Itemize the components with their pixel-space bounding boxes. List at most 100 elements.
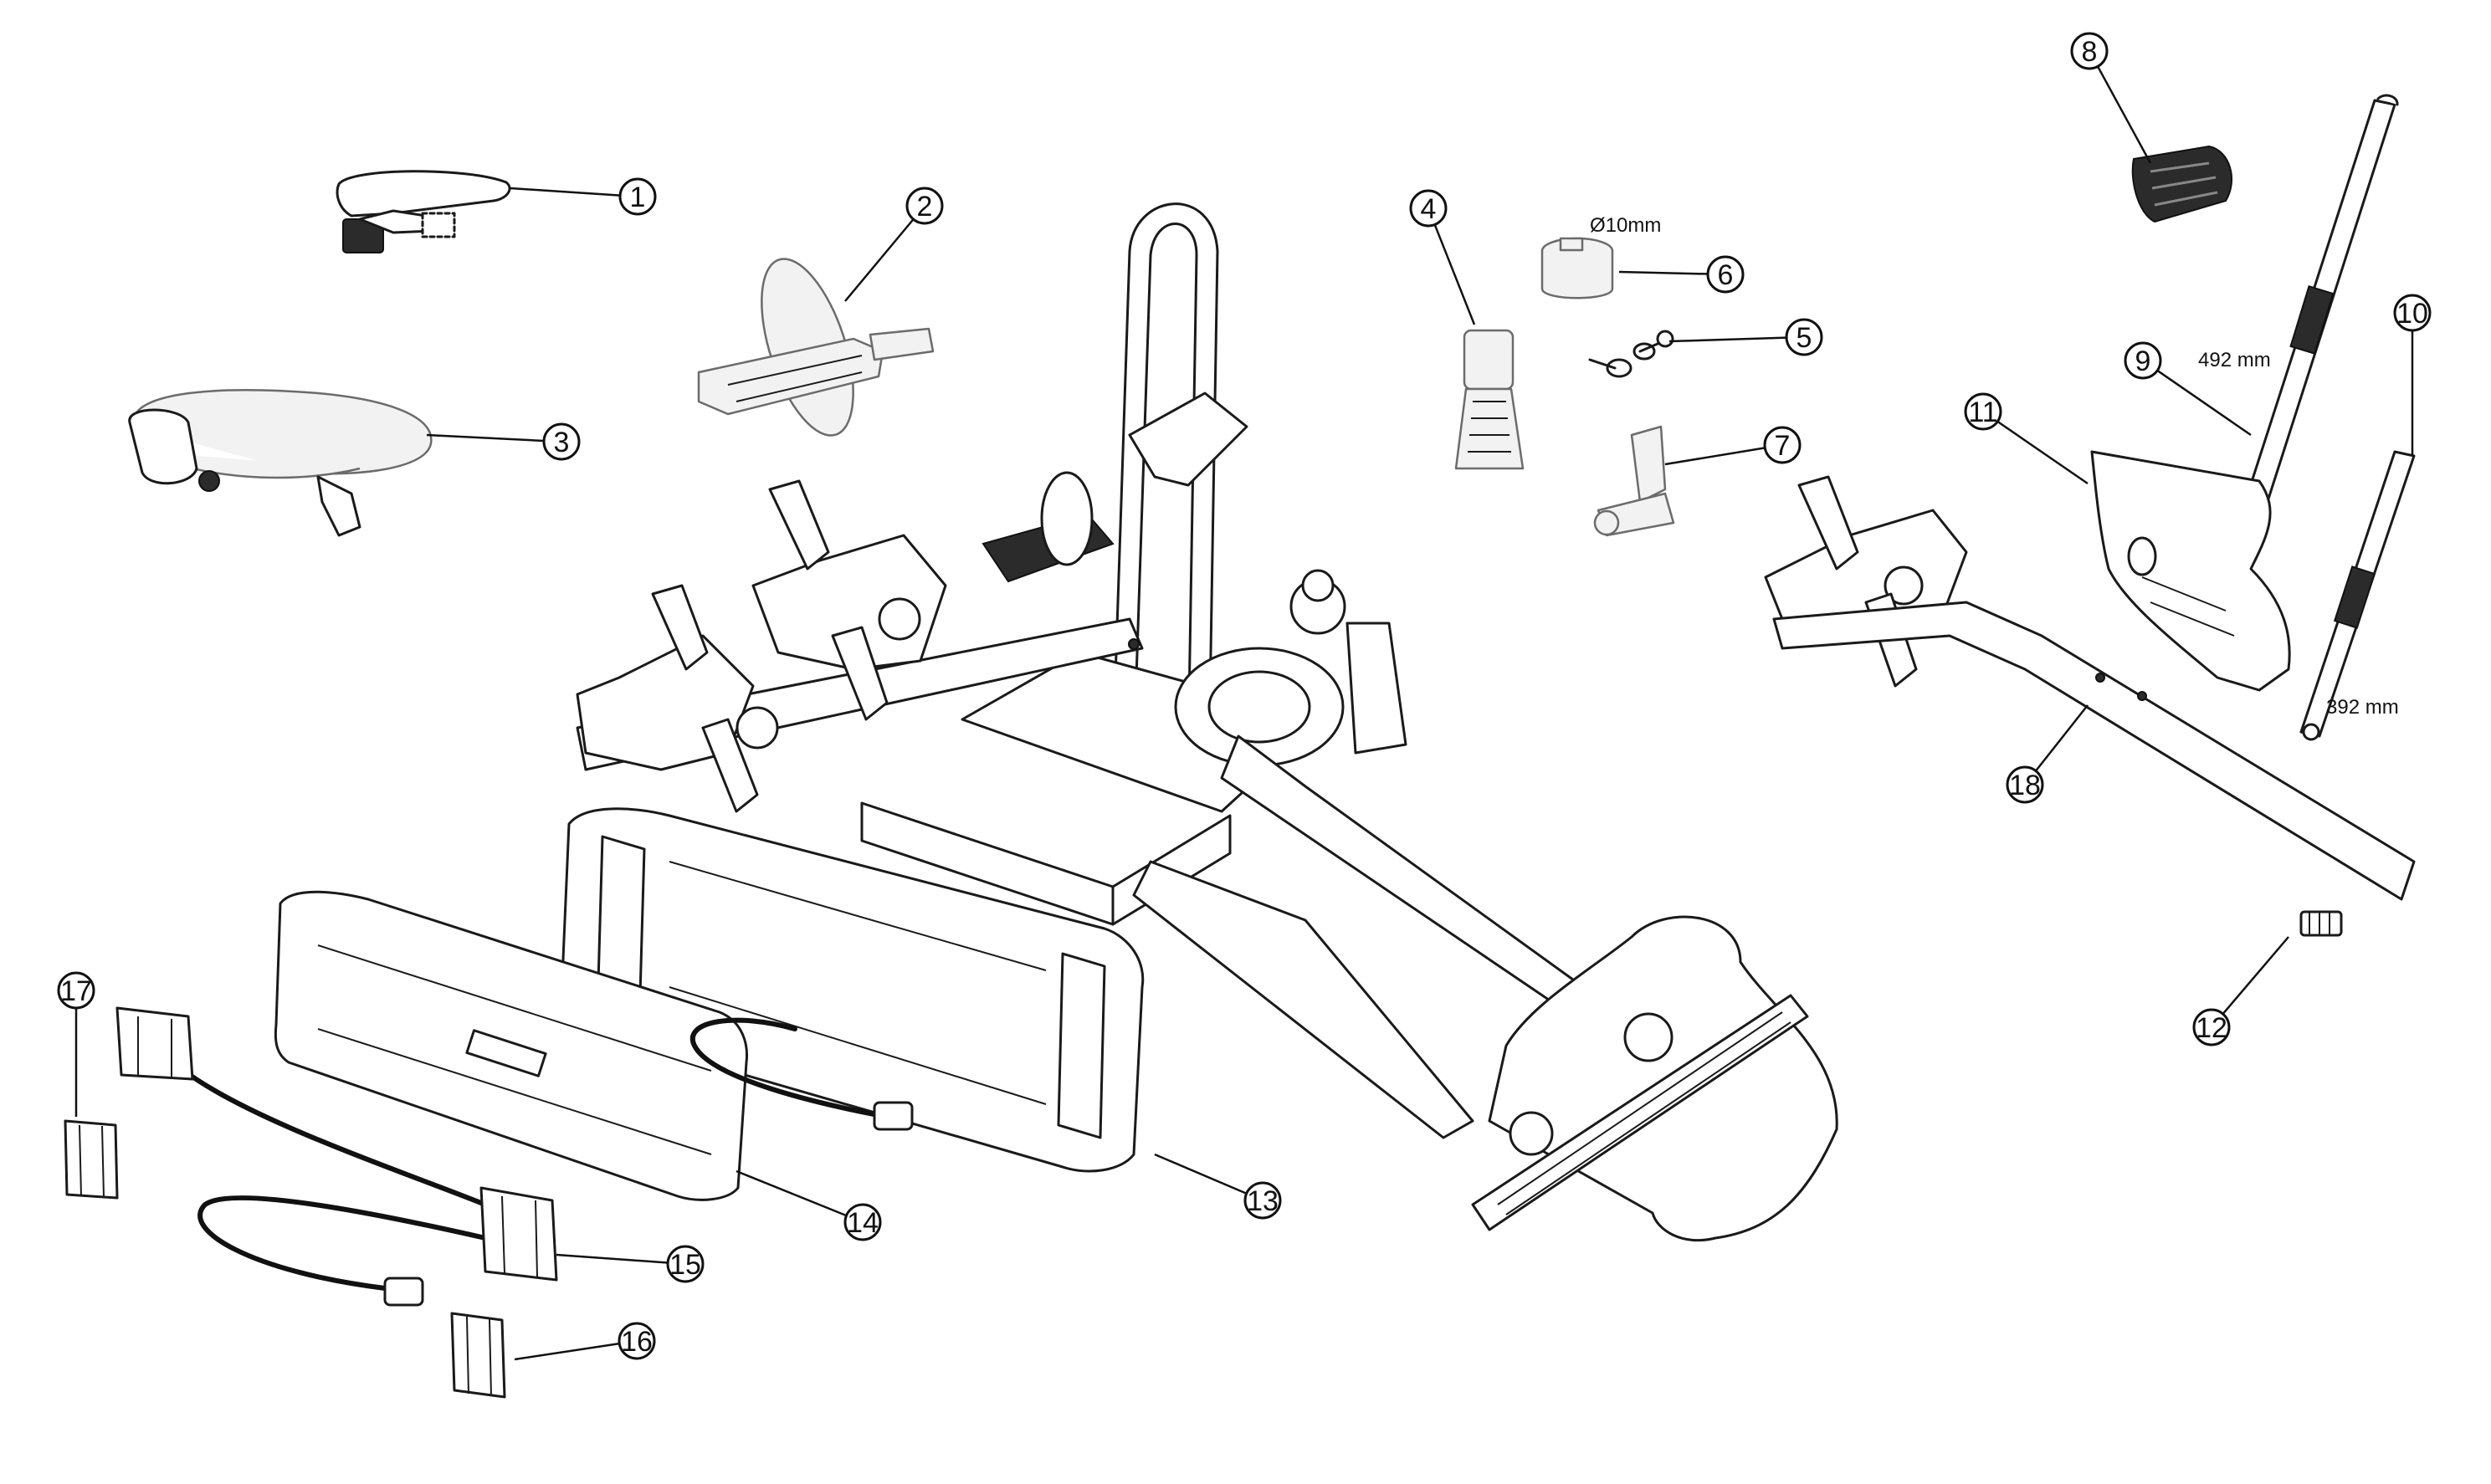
lens-icon	[64, 1119, 119, 1200]
cradle-bar	[1772, 601, 2416, 901]
callout-number: 13	[1247, 1185, 1279, 1217]
strap-band-icon	[2299, 450, 2416, 741]
callout-circle	[542, 422, 581, 461]
callout-circle	[1785, 318, 1823, 356]
callout-circle	[843, 1203, 882, 1241]
lamp-icon	[115, 1006, 194, 1081]
callout-number: 4	[1421, 193, 1437, 225]
wheel-cradle-icon	[1471, 915, 1838, 1242]
callout-number: 14	[847, 1207, 879, 1239]
cable-lock-icon	[128, 389, 433, 537]
callout-circle	[2393, 294, 2432, 332]
dimension-label-392: 392 mm	[2326, 696, 2399, 719]
leader-line	[1154, 1153, 1248, 1195]
lens-icon	[450, 1312, 506, 1399]
plug-icon	[383, 1101, 914, 1307]
callout-circle	[2192, 1008, 2231, 1046]
callout-16: 16	[514, 1322, 656, 1361]
callout-15: 15	[556, 1245, 705, 1283]
callout-11: 11	[1964, 392, 2089, 485]
callout-number: 12	[2196, 1012, 2227, 1044]
callout-circle	[57, 971, 95, 1010]
lock-cylinder-icon	[1454, 329, 1525, 470]
leader-line	[2156, 369, 2252, 437]
leader-line	[1664, 447, 1766, 466]
callout-number: 16	[621, 1326, 653, 1358]
callout-9: 9	[2124, 341, 2252, 437]
pad-icon	[2131, 145, 2233, 223]
dimension-label-diameter: Ø10mm	[1590, 214, 1661, 237]
wheel-cradle-icon	[751, 479, 947, 721]
callout-circle	[2124, 341, 2162, 380]
leader-line	[736, 1169, 847, 1217]
knob-icon	[1540, 237, 1614, 299]
leader-line	[1668, 336, 1787, 343]
cable-icon	[182, 1017, 889, 1291]
leader-line	[2096, 65, 2152, 164]
callout-circle	[618, 177, 657, 216]
wheel-holder-icon	[697, 258, 935, 437]
leader-line	[426, 433, 545, 443]
leader-line	[556, 1253, 669, 1264]
callout-number: 5	[1796, 322, 1812, 354]
callout-circle	[1706, 255, 1745, 294]
leader-line	[1996, 420, 2089, 485]
callout-number: 6	[1718, 259, 1734, 291]
leader-line	[2222, 936, 2289, 1015]
leader-line	[514, 1342, 620, 1361]
callout-number: 8	[2082, 36, 2098, 68]
callout-12: 12	[2192, 936, 2289, 1046]
callout-7: 7	[1664, 426, 1802, 466]
callout-circle	[1409, 189, 1448, 228]
callout-13: 13	[1154, 1153, 1282, 1220]
callout-number: 9	[2135, 345, 2151, 377]
callout-number: 3	[554, 427, 570, 458]
wheel-holder-icon	[982, 391, 1248, 583]
callout-2: 2	[844, 187, 944, 302]
callout-circle	[2070, 32, 2109, 70]
leader-line	[1433, 224, 1476, 325]
callout-circle	[1964, 392, 2002, 431]
leader-line	[2035, 704, 2089, 772]
callout-3: 3	[426, 422, 581, 461]
keys-icon	[1588, 330, 1674, 378]
callout-10: 10	[2393, 294, 2432, 456]
callout-17: 17	[57, 971, 95, 1117]
callout-circle	[1243, 1181, 1282, 1220]
callout-1: 1	[510, 177, 657, 216]
callout-4: 4	[1409, 189, 1476, 325]
callout-number: 11	[1968, 397, 1997, 428]
dimension-label-492: 492 mm	[2198, 349, 2271, 371]
strap-icon	[336, 170, 511, 253]
callout-number: 10	[2396, 298, 2428, 330]
callout-number: 2	[917, 191, 933, 223]
leader-line	[510, 187, 621, 197]
callout-number: 7	[1775, 430, 1791, 462]
callout-8: 8	[2070, 32, 2152, 164]
callout-6: 6	[1618, 255, 1745, 294]
clamp-icon	[1593, 425, 1675, 537]
strap-band-icon	[2241, 94, 2399, 516]
wheel-cradle-icon	[1764, 475, 1968, 688]
callout-18: 18	[2006, 704, 2089, 804]
callout-number: 17	[60, 975, 92, 1007]
callout-circle	[666, 1245, 705, 1283]
leader-line	[1618, 270, 1709, 275]
callout-14: 14	[736, 1169, 882, 1241]
callout-circle	[905, 187, 944, 225]
callout-number: 18	[2009, 770, 2041, 801]
light-bar-icon	[274, 890, 749, 1201]
callout-circle	[2006, 765, 2044, 804]
wheel-cradle-icon	[576, 584, 779, 813]
callout-number: 15	[669, 1249, 701, 1281]
callout-number: 1	[630, 182, 646, 213]
callout-5: 5	[1668, 318, 1823, 356]
end-cap-icon	[2299, 910, 2343, 937]
callout-circle	[618, 1322, 656, 1360]
lamp-icon	[479, 1186, 558, 1282]
leader-line	[844, 218, 915, 302]
wheel-cradle-icon	[2090, 450, 2291, 692]
callout-circle	[1763, 426, 1802, 464]
